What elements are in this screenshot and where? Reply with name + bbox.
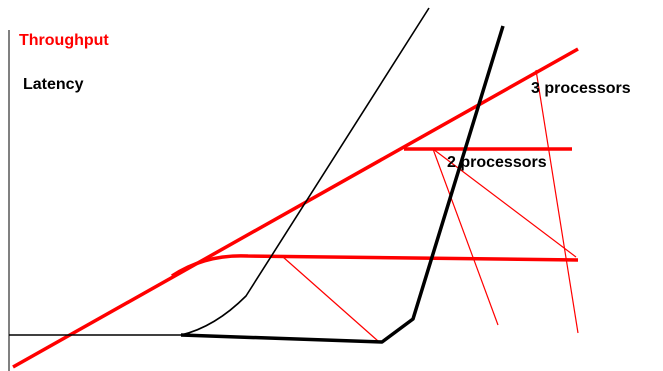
thin-red-connectors xyxy=(282,69,579,342)
three-processors-label: 3 processors xyxy=(531,80,631,97)
two-processors-label: 2 processors xyxy=(447,154,547,171)
connector-2proc-diag-b xyxy=(432,148,577,258)
connector-1proc-left xyxy=(282,256,379,342)
latency-curves xyxy=(9,7,505,344)
throughput-curves xyxy=(12,47,579,369)
latency-1-processor-curve xyxy=(180,7,430,336)
throughput-1-processor-curve xyxy=(171,254,579,278)
connector-3proc-diag xyxy=(535,69,579,334)
throughput-ideal-line xyxy=(12,47,579,369)
latency-2-processors-curve xyxy=(180,25,505,344)
throughput-label: Throughput xyxy=(19,32,109,49)
latency-label: Latency xyxy=(23,76,84,93)
connector-2proc-diag-a xyxy=(432,148,499,326)
